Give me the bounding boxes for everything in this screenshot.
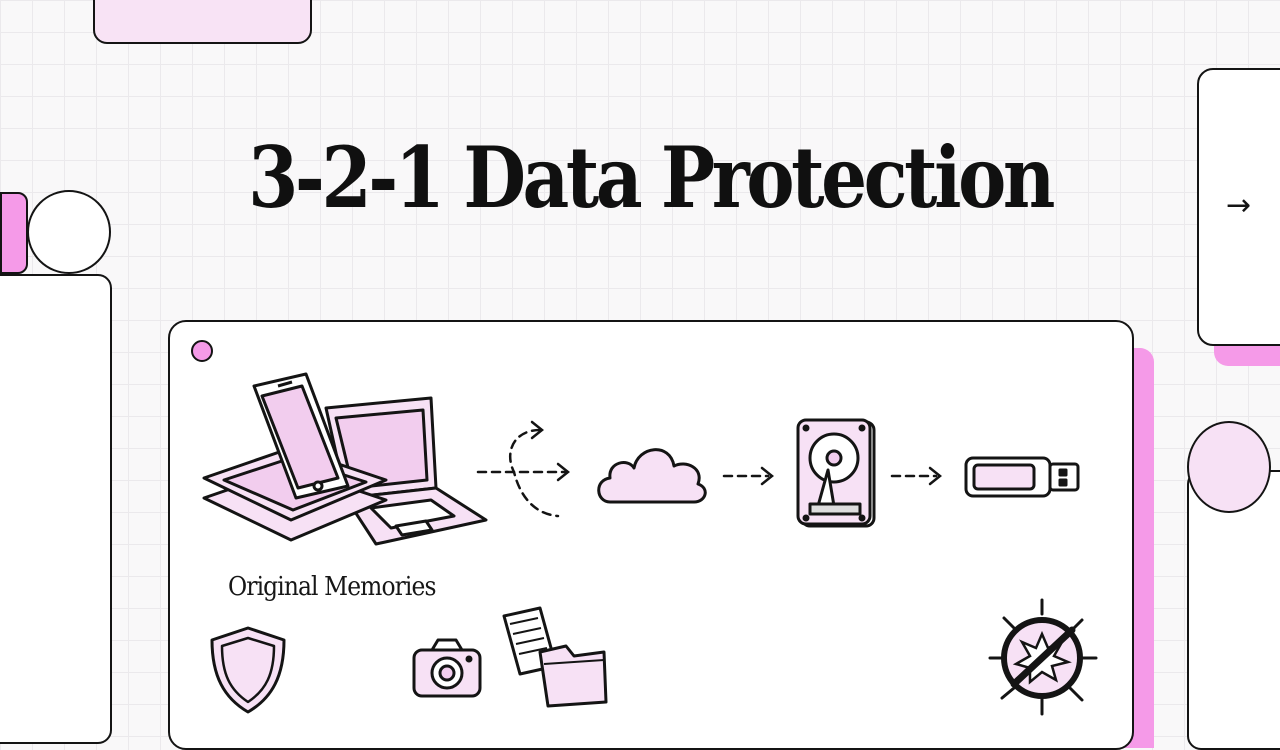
main-diagram-card xyxy=(168,320,1134,750)
right-lower-card xyxy=(1187,470,1280,750)
usb-drive-icon xyxy=(964,456,1080,498)
next-slide-card[interactable] xyxy=(1197,68,1280,346)
slide-title: 3-2-1 Data Protection xyxy=(248,128,1055,227)
arrow-icon xyxy=(890,466,943,486)
top-left-card xyxy=(93,0,312,44)
arrow-icon xyxy=(722,466,775,486)
next-arrow-icon[interactable]: → xyxy=(1226,188,1252,223)
documents-folder-icon xyxy=(502,606,608,708)
card-dot xyxy=(191,340,213,362)
left-circle xyxy=(27,190,111,274)
hard-drive-icon xyxy=(796,418,876,528)
split-arrow-icon xyxy=(476,420,571,518)
left-pink-tab xyxy=(0,192,28,274)
source-label: Original Memories xyxy=(228,572,436,602)
left-card xyxy=(0,274,112,744)
no-virus-icon xyxy=(988,598,1098,716)
camera-icon xyxy=(412,638,482,698)
shield-icon xyxy=(210,626,286,714)
right-pink-circle xyxy=(1187,421,1271,513)
cloud-icon xyxy=(597,448,707,504)
devices-icon xyxy=(202,372,488,546)
